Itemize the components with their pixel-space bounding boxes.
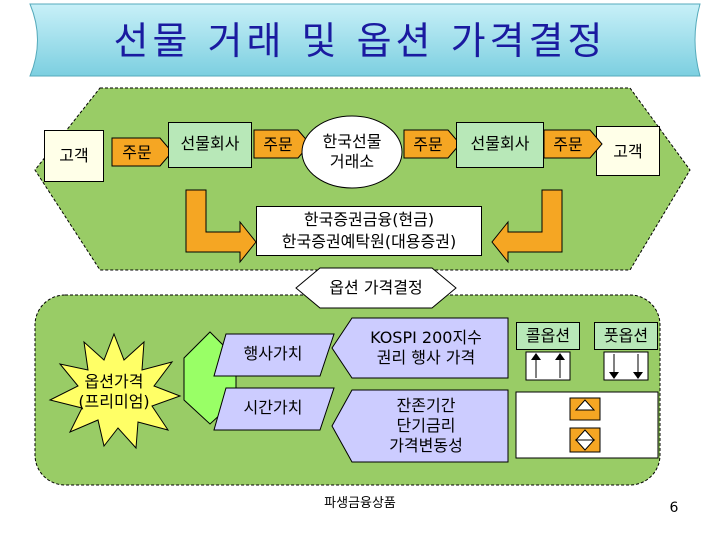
put-option-box	[594, 322, 658, 350]
settlement-line-1: 한국증권금융(현금)	[303, 210, 435, 229]
customer-left-scroll	[44, 130, 104, 182]
option-price-label: 옵션가격 (프리미엄)	[78, 372, 150, 411]
futures-company-right-label: 선물회사	[470, 134, 530, 153]
option-price-starburst	[48, 332, 182, 450]
intrinsic-value-shape	[213, 333, 335, 377]
exchange-ellipse	[301, 115, 403, 189]
time-value-label: 시간가치	[243, 398, 303, 417]
page-title: 선물 거래 및 옵션 가격결정	[113, 19, 607, 63]
exchange-label: 한국선물 거래소	[322, 132, 382, 171]
time-value-shape	[213, 387, 335, 431]
settlement-box	[256, 206, 482, 256]
customer-left-label: 고객	[59, 146, 89, 165]
order-label-4: 주문	[553, 135, 583, 154]
intrinsic-factors-shape	[331, 317, 509, 379]
settlement-line-2: 한국증권예탁원(대용증권)	[281, 232, 457, 251]
intrinsic-factors-label: KOSPI 200지수 권리 행사 가격	[370, 328, 482, 367]
time-factors-shape	[331, 389, 509, 463]
order-label-1: 주문	[122, 143, 152, 162]
page-number: 6	[669, 500, 679, 516]
footer-label: 파생금융상품	[324, 496, 396, 511]
time-factors-label: 잔존기간 단기금리 가격변동성	[389, 396, 463, 455]
put-option-label: 풋옵션	[603, 326, 649, 345]
intrinsic-value-label: 행사가치	[243, 344, 303, 363]
order-label-2: 주문	[263, 135, 293, 154]
customer-right-label: 고객	[613, 142, 643, 161]
call-option-box	[516, 322, 580, 350]
futures-company-left	[168, 122, 252, 168]
futures-company-right	[456, 122, 544, 168]
title-banner	[29, 3, 701, 77]
futures-company-left-label: 선물회사	[180, 134, 240, 153]
call-option-label: 콜옵션	[525, 326, 571, 345]
order-label-3: 주문	[413, 135, 443, 154]
pricing-header: 옵션 가격결정	[329, 278, 423, 297]
